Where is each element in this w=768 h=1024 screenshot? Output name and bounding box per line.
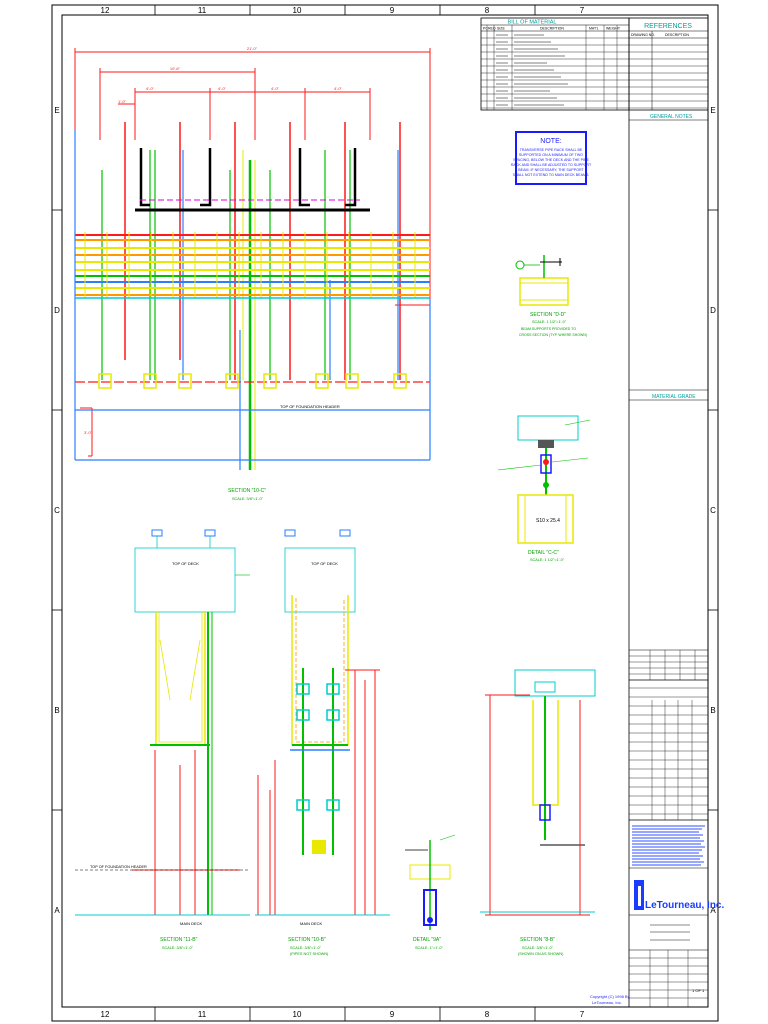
section-11b-title: SECTION "11-B"	[160, 937, 198, 943]
zone-top-4: 9	[390, 6, 395, 15]
dim-2: 10'-6"	[170, 66, 181, 71]
detail-cc-title: DETAIL "C-C"	[528, 550, 559, 556]
section-11b-drawing: TOP OF DECK TOP OF FOUNDATION HEADER MAI…	[75, 529, 250, 950]
section-10c-drawing: 21'-0" 10'-6" 4'-0" 4'-0" 4'-0" 4'-0" 1'…	[74, 46, 431, 501]
zone-ticks	[52, 5, 718, 1021]
dim-overall: 21'-0"	[247, 46, 258, 51]
note-line-4: RACK AND SHALL BE ADJUSTED TO SUPPORT	[511, 163, 592, 167]
section-11b-top-deck: TOP OF DECK	[172, 561, 199, 566]
outer-border	[51, 4, 719, 1022]
section-8b-title: SECTION "8-B"	[520, 937, 555, 943]
bom-header-size: SIZE	[497, 27, 505, 31]
zone-right-4: B	[710, 706, 715, 715]
company-name: LeTourneau, Inc.	[645, 900, 724, 911]
zone-left-1: E	[54, 106, 59, 115]
top-foundation-label: TOP OF FOUNDATION HEADER	[280, 404, 340, 409]
section-8b-drawing: SECTION "8-B" SCALE: 3/8"=1'-0" (SHOWN O…	[480, 669, 596, 956]
ref-header-desc: DESCRIPTION	[665, 33, 689, 37]
zone-bottom-1: 12	[101, 1010, 110, 1019]
zone-top-1: 12	[101, 6, 110, 15]
section-10b-main-deck: MAIN DECK	[300, 921, 323, 926]
bom-header-desc: DESCRIPTION	[540, 27, 564, 31]
detail-9a-title: DETAIL "9A"	[413, 937, 441, 943]
note-box: NOTE: TRANSVERSE PIPE RACK SHALL BE SUPP…	[511, 131, 592, 185]
zone-right-5: A	[710, 906, 716, 915]
section-8b-scale: SCALE: 3/8"=1'-0"	[522, 946, 554, 950]
zone-left-4: B	[54, 706, 59, 715]
copyright-line-2: LeTourneau, Inc.	[592, 1000, 622, 1005]
section-11b-foundation-label: TOP OF FOUNDATION HEADER	[90, 865, 147, 869]
dim-4: 4'-0"	[218, 86, 227, 91]
section-11b-scale: SCALE: 3/8"=1'-0"	[162, 946, 194, 950]
zone-top-6: 7	[580, 6, 585, 15]
zone-left-2: D	[54, 306, 60, 315]
zone-top-2: 11	[198, 6, 207, 15]
zone-top-3: 10	[293, 6, 302, 15]
zone-bottom-6: 7	[580, 1010, 585, 1019]
inner-border	[61, 14, 709, 1008]
zone-bottom-5: 8	[485, 1010, 490, 1019]
zone-bottom-3: 10	[293, 1010, 302, 1019]
detail-cc-member: S10 x 25.4	[536, 518, 560, 524]
sheet-number: 1 OF 1	[692, 988, 705, 993]
note-line-1: TRANSVERSE PIPE RACK SHALL BE	[520, 148, 583, 152]
bom-title: BILL OF MATERIAL	[508, 20, 557, 26]
section-8b-sub: (SHOWN ON AS SHOWN)	[518, 952, 564, 956]
bom-header-req: REQ	[488, 27, 496, 31]
note-line-2: SUPPORTED ON A MINIMUM OF TWO	[519, 153, 583, 157]
detail-9a-drawing: DETAIL "9A" SCALE: 1"=1'-0"	[405, 834, 456, 950]
dim-3: 4'-0"	[146, 86, 155, 91]
references-table: REFERENCES DRAWING NO. DESCRIPTION	[628, 17, 709, 111]
zone-right-2: D	[710, 306, 716, 315]
section-10c-title: SECTION "10-C"	[228, 488, 266, 494]
zone-bottom-2: 11	[198, 1010, 207, 1019]
section-dd-scale: SCALE: 1 1/2"=1'-0"	[532, 320, 567, 324]
zone-top-5: 8	[485, 6, 490, 15]
material-grade-title: MATERIAL GRADE	[652, 394, 696, 400]
section-10b-top-deck: TOP OF DECK	[311, 561, 338, 566]
section-dd-drawing: SECTION "D-D" SCALE: 1 1/2"=1'-0" BEAM S…	[515, 255, 587, 337]
copyright-line-1: Copyright (C) 1998 By	[590, 994, 630, 999]
dim-5: 4'-0"	[271, 86, 280, 91]
zone-right-1: E	[710, 106, 715, 115]
note-line-5: BEAM. IF NECESSARY, THE SUPPORT	[518, 168, 584, 172]
references-title: REFERENCES	[644, 23, 692, 30]
dim-8: 3'-0"	[84, 430, 93, 435]
title-block-column: GENERAL NOTES MATERIAL GRADE LeTourneau,…	[628, 110, 724, 1007]
bom-header-matl: MAT'L	[589, 27, 599, 31]
zone-left-5: A	[54, 906, 60, 915]
bill-of-material-table: BILL OF MATERIAL PC REQ SIZE DESCRIPTION…	[480, 17, 630, 111]
general-notes-title: GENERAL NOTES	[650, 114, 693, 120]
section-dd-note-2: CROSS SECTION (TYP. WHERE SHOWN)	[519, 333, 587, 337]
dim-7: 1'-0"	[118, 99, 127, 104]
section-10b-drawing: TOP OF DECK MAIN DECK SEC	[255, 529, 390, 956]
section-10b-sub: (PIPES NOT SHOWN)	[290, 952, 329, 956]
section-10c-scale: SCALE: 3/8"=1'-0"	[232, 497, 264, 501]
section-dd-note-1: BEAM SUPPORTS PROVIDED TO	[521, 327, 576, 331]
ref-header-drawing: DRAWING NO.	[631, 33, 655, 37]
dim-6: 4'-0"	[334, 86, 343, 91]
zone-right-3: C	[710, 506, 716, 515]
detail-cc-scale: SCALE: 1 1/2"=1'-0"	[530, 558, 565, 562]
detail-cc-drawing: S10 x 25.4 DETAIL "C-C" SCALE: 1 1/2"=1'…	[497, 415, 591, 562]
section-dd-title: SECTION "D-D"	[530, 312, 566, 318]
detail-9a-scale: SCALE: 1"=1'-0"	[415, 946, 443, 950]
section-11b-main-deck: MAIN DECK	[180, 921, 203, 926]
zone-bottom-4: 9	[390, 1010, 395, 1019]
section-10b-title: SECTION "10-B"	[288, 937, 326, 943]
note-line-3: SPACING, BELOW THE DECK AND THE PIPE	[513, 158, 589, 162]
bom-header-weight: WEIGHT	[606, 27, 621, 31]
bom-header-pc: PC	[483, 27, 488, 31]
zone-left-3: C	[54, 506, 60, 515]
note-line-6: SHALL NOT EXTEND TO MAIN DECK BEAMS.	[513, 173, 590, 177]
section-10b-scale: SCALE: 3/8"=1'-0"	[290, 946, 322, 950]
note-title: NOTE:	[540, 138, 561, 145]
